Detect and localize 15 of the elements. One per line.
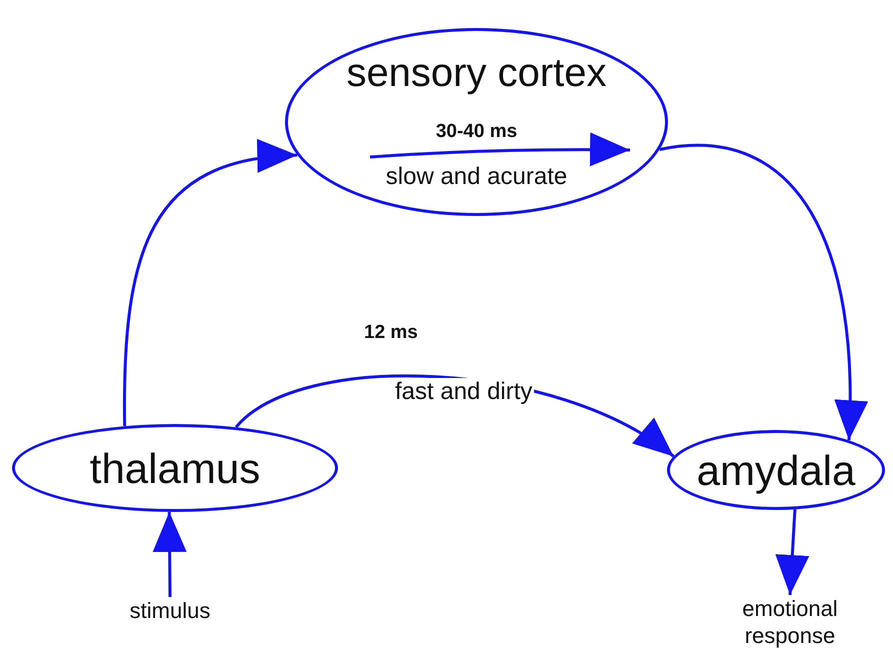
path-note: fast and dirty bbox=[393, 378, 534, 406]
arrow bbox=[659, 144, 868, 440]
brain-region-ellipse bbox=[667, 430, 885, 510]
region-name: amydala bbox=[696, 447, 856, 495]
arrow bbox=[123, 141, 298, 426]
brain-region-ellipse bbox=[12, 424, 338, 512]
arrow bbox=[775, 509, 810, 596]
path-note: slow and acurate bbox=[386, 163, 568, 191]
region-name: sensory cortex bbox=[346, 51, 607, 96]
path-note: 30-40 ms bbox=[436, 121, 518, 143]
node-text: stimulus bbox=[105, 597, 235, 624]
arrow bbox=[152, 512, 187, 598]
region-name: thalamus bbox=[90, 445, 260, 493]
node-text: emotional response bbox=[715, 595, 865, 649]
brain-region-ellipse bbox=[285, 28, 668, 216]
